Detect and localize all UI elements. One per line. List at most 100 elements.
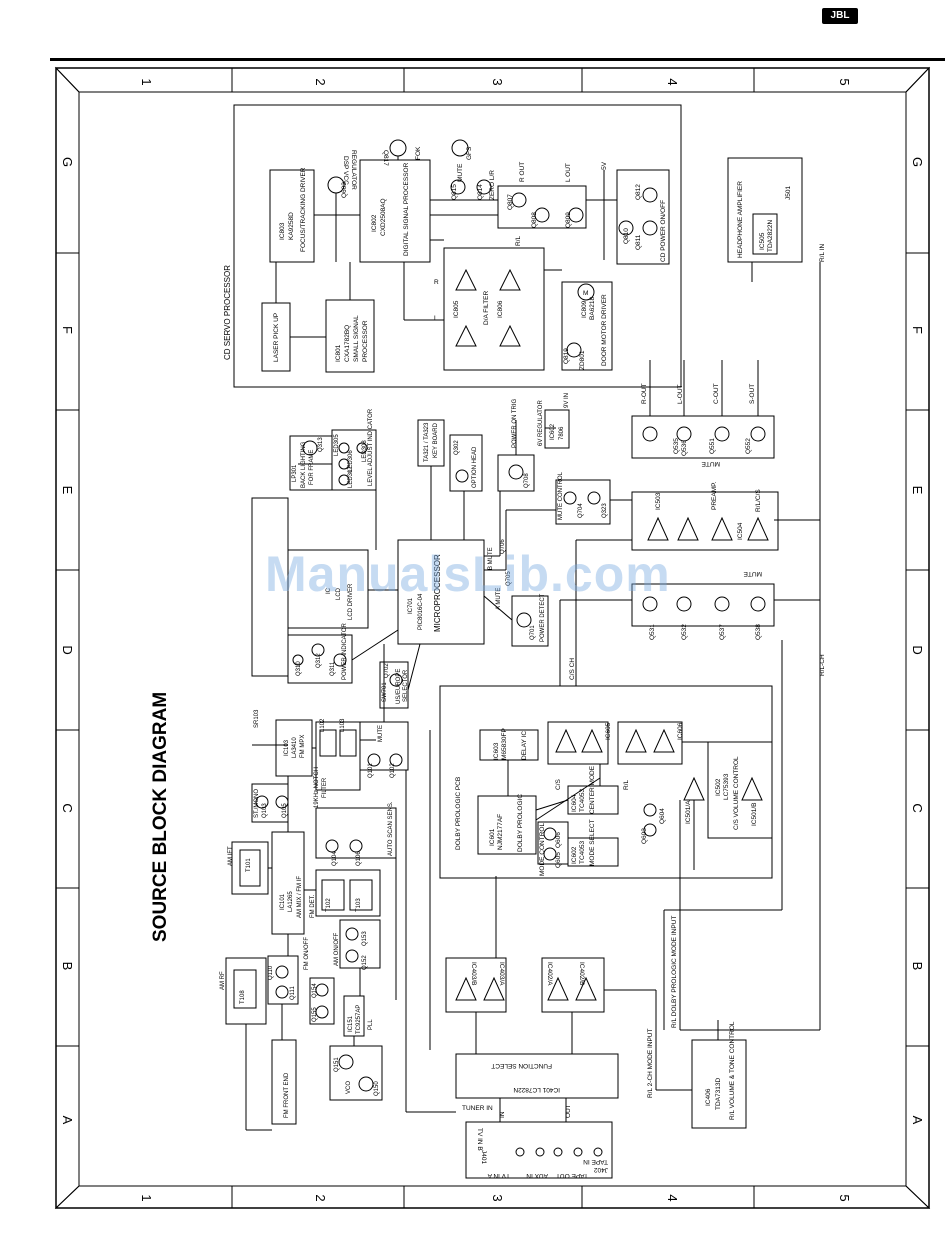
- out-label: OUT: [565, 1104, 572, 1118]
- t101-label: T101: [246, 858, 252, 872]
- q809-label: Q809: [565, 212, 572, 228]
- q819-transistor: [566, 342, 582, 358]
- ic406-label-2: TDA7313D: [715, 1078, 722, 1110]
- r-out-label: R OUT: [519, 162, 526, 182]
- ic603-box: [479, 729, 539, 761]
- t102-label: T102: [326, 898, 332, 912]
- st-mono-label: ST./MONO: [254, 789, 260, 818]
- option-head-box: [449, 434, 483, 492]
- sr103-label: SR103: [254, 709, 260, 728]
- col-label-3b: 3: [490, 1194, 505, 1201]
- q810-transistor: [618, 220, 634, 236]
- auto-scan-label: AUTO SCAN SENS.: [388, 801, 394, 856]
- ic151-label-1: IC151: [348, 1015, 354, 1032]
- fm-det-label: FM DET.: [310, 894, 316, 918]
- q151-label: Q151: [334, 1057, 340, 1072]
- q105-label: Q105: [282, 803, 288, 818]
- power-detect-label: POWER DETECT: [540, 593, 546, 642]
- q702-label: Q702: [384, 663, 390, 678]
- key-board-label: KEY BOARD: [433, 422, 439, 458]
- q811-transistor: [642, 220, 658, 236]
- ic809-label-1: IC809: [581, 300, 588, 318]
- q535-label: Q535: [673, 438, 680, 454]
- q302-label: Q302: [454, 440, 460, 455]
- q104-transistor: [325, 839, 339, 853]
- ic805-label: IC805: [453, 300, 460, 318]
- mute-out-label: MUTE: [701, 460, 720, 467]
- ic809-label-2: BA6218: [589, 296, 596, 320]
- q708-label: Q708: [524, 473, 530, 488]
- ic101-label-2: LA1265: [288, 891, 294, 912]
- ic801-label-2: CXA1782BQ: [344, 325, 351, 362]
- q323-transistor: [587, 491, 601, 505]
- filter-label: FILTER: [322, 777, 328, 798]
- ic802-label-3: DIGITAL SIGNAL PROCESSOR: [403, 162, 410, 256]
- outer-frame: [55, 67, 930, 1209]
- rl-dolby-label: R/L DOLBY PROLOGIC MODE INPUT: [671, 916, 678, 1028]
- jack-5: [593, 1147, 603, 1157]
- q154-label: Q154: [312, 983, 318, 998]
- fm-front-end-label: FM FRONT END: [284, 1072, 290, 1118]
- ic406-label-1: IC406: [705, 1088, 712, 1106]
- jack-3: [553, 1147, 563, 1157]
- header-rule: [50, 58, 945, 61]
- t103-label: T103: [356, 898, 362, 912]
- ic402b-label: IC402/B: [578, 962, 585, 986]
- q311-label: Q311: [330, 661, 336, 676]
- key-board-box: [417, 419, 445, 467]
- q810-label: Q810: [623, 228, 630, 244]
- q807-transistor: [511, 192, 527, 208]
- ic701-label-1: IC701: [408, 597, 414, 614]
- ic601-label-3: DOLBY PROLOGIC: [517, 794, 524, 852]
- diagram-title: SOURCE BLOCK DIAGRAM: [150, 692, 171, 942]
- rl-2ch-label: R/L 2-CH MODE INPUT: [647, 1029, 654, 1098]
- col-label-3: 3: [490, 78, 505, 85]
- q807-label: Q807: [507, 194, 514, 210]
- q605-transistor: [543, 847, 557, 861]
- dolby-pcb-label: DOLBY PROLOGIC PCB: [455, 777, 462, 850]
- q605-606-box: [537, 821, 569, 865]
- fm-front-end-box: [271, 1039, 297, 1125]
- q705-label: Q705: [506, 571, 512, 586]
- ic802-box: [359, 159, 431, 263]
- b-mute-label: B MUTE: [488, 547, 494, 570]
- q807-809-box: [497, 185, 587, 229]
- q311-transistor: [333, 653, 347, 667]
- q702-transistor: [389, 673, 403, 687]
- q102-transistor: [389, 753, 403, 767]
- ic502-label-2: LC75393: [723, 773, 730, 800]
- mode-select-label: MODE SELECT: [589, 819, 596, 866]
- tape-out-label: TAPE OUT: [556, 1172, 588, 1179]
- q810-812-box: [616, 169, 670, 265]
- gfs-transistor: [451, 139, 469, 157]
- q104-label: Q104: [332, 851, 338, 866]
- cd-power-label: CD POWER ON/OFF: [660, 200, 667, 262]
- q604-transistor: [643, 803, 657, 817]
- q323-label: Q323: [602, 503, 608, 518]
- bevel-left: [55, 66, 80, 1210]
- q551-transistor: [714, 426, 730, 442]
- ic103-label-2: LA3410: [292, 737, 298, 758]
- q154-transistor: [315, 983, 329, 997]
- fm-onoff-label: FM ON/OFF: [304, 937, 310, 970]
- power-on-trig-label: POWER ON TRIG: [512, 398, 518, 448]
- power-detect-box: [511, 595, 549, 647]
- row-label-d-right: D: [910, 645, 925, 654]
- lcd-ic-label: IC: [326, 587, 332, 594]
- tda2822-label: TDA2822N: [767, 220, 774, 252]
- led306-label: LED306: [348, 450, 354, 472]
- q815-transistor: [450, 179, 466, 195]
- ic603-label-3: DELAY IC: [521, 731, 528, 760]
- am-mix-label: AM MIX / FM IF: [297, 876, 303, 918]
- q110-label: Q110: [268, 965, 274, 980]
- in-label: IN: [499, 1111, 506, 1118]
- row-label-g-right: G: [910, 157, 925, 167]
- q704-label: Q704: [578, 503, 584, 518]
- fm-det-box: [315, 869, 381, 917]
- q812-label: Q812: [635, 184, 642, 200]
- q538-transistor: [750, 596, 766, 612]
- q106-label: Q106: [356, 851, 362, 866]
- for-frame-label: FOR FRAME: [309, 450, 315, 485]
- ic803-box: [269, 169, 315, 263]
- door-motor-label: DOOR MOTOR DRIVER: [601, 294, 608, 366]
